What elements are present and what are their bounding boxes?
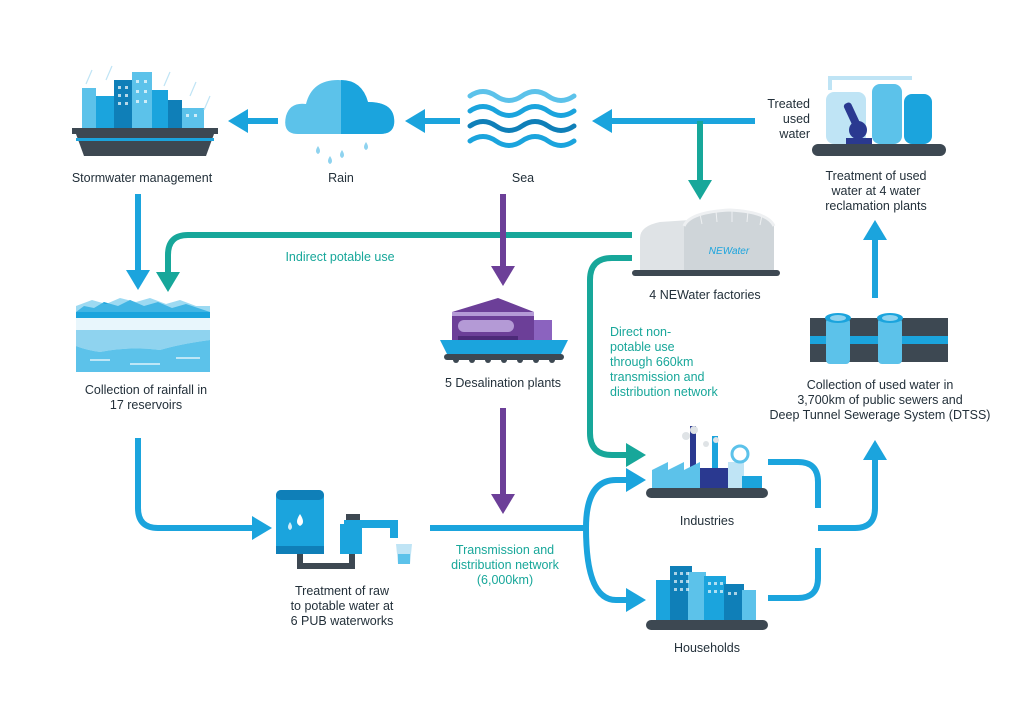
arrow-desalination-to-network (491, 408, 515, 514)
arrow-used-water-to-reclamation (863, 220, 887, 298)
desalination-plant-icon (440, 298, 568, 363)
label-indirect-potable: Indirect potable use (285, 250, 394, 264)
sea-waves-icon (467, 89, 577, 148)
label-newater: 4 NEWater factories (649, 288, 760, 302)
arrow-indirect-potable (156, 232, 632, 292)
arrow-direct-non-potable (587, 255, 646, 467)
arrow-sea-to-desalination (491, 194, 515, 286)
newater-sign: NEWater (709, 246, 750, 257)
label-sea: Sea (512, 171, 534, 185)
label-reservoirs: Collection of rainfall in 17 reservoirs (84, 383, 208, 412)
factory-icon (646, 426, 768, 498)
label-direct-non-potable: Direct non- potable use through 660km tr… (610, 325, 718, 399)
arrow-network-to-consumers (430, 468, 646, 612)
label-households: Households (674, 641, 740, 655)
label-industries: Industries (680, 514, 734, 528)
reservoir-icon (76, 298, 210, 372)
label-reclamation: Treatment of used water at 4 water recla… (825, 169, 927, 213)
reclamation-plant-icon (812, 76, 946, 156)
label-stormwater: Stormwater management (72, 171, 213, 185)
rain-cloud-icon (285, 80, 395, 164)
arrow-to-newater (688, 121, 712, 200)
microscope-icon (843, 102, 872, 144)
city-icon (72, 65, 218, 156)
sewer-tunnel-icon (810, 313, 948, 364)
newater-factory-icon: NEWater (632, 208, 780, 276)
arrow-consumers-to-used-water (768, 440, 887, 601)
diagram-labels: Stormwater management Rain Sea 4 NEWater… (72, 171, 761, 655)
label-rain: Rain (328, 171, 354, 185)
arrow-sea-to-rain (405, 109, 460, 133)
label-treated-used-water: Treated used water (767, 97, 810, 141)
arrow-treated-to-sea (592, 109, 755, 133)
arrow-rain-to-stormwater (228, 109, 278, 133)
arrow-stormwater-to-reservoirs (126, 194, 150, 290)
flow-arrows (126, 109, 887, 612)
label-waterworks: Treatment of raw to potable water at 6 P… (290, 584, 394, 628)
label-used-water: Collection of used water in 3,700km of p… (769, 378, 991, 422)
waterworks-tank-tap-icon (276, 490, 412, 569)
apartment-buildings-icon (646, 566, 768, 630)
label-desalination: 5 Desalination plants (445, 376, 561, 390)
arrow-reservoirs-to-waterworks (135, 438, 272, 540)
label-transmission-network: Transmission and distribution network (6… (451, 543, 559, 587)
